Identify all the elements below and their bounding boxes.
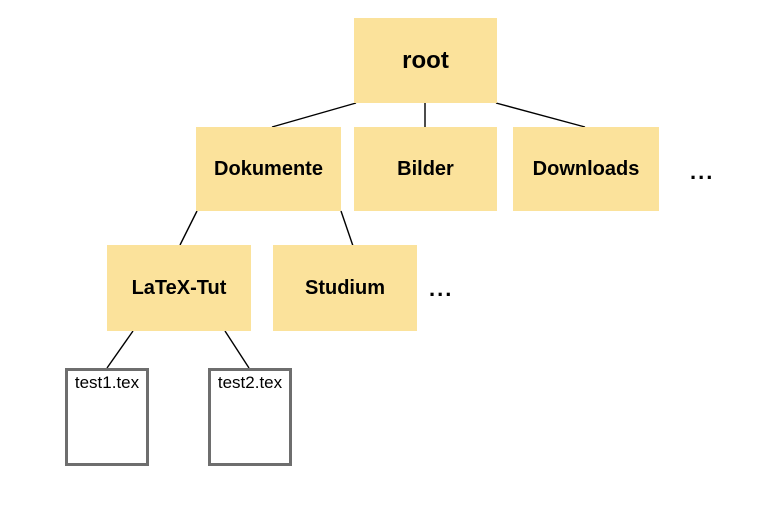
node-downloads-label: Downloads: [532, 157, 640, 180]
more-siblings-level2: ...: [429, 276, 454, 301]
node-bilder: Bilder: [354, 127, 497, 211]
node-bilder-label: Bilder: [397, 157, 454, 180]
node-dokumente-label: Dokumente: [214, 157, 323, 180]
node-file-test2: test2.tex: [208, 368, 292, 466]
more-siblings-level1: ...: [690, 159, 715, 184]
node-file-test1: test1.tex: [65, 368, 149, 466]
edge-latex-tut-test2: [224, 330, 250, 369]
node-file-test1-label: test1.tex: [74, 373, 140, 392]
edge-root-downloads: [495, 102, 586, 128]
node-studium: Studium: [273, 245, 417, 331]
edge-dokumente-studium: [340, 210, 354, 247]
node-root: root: [354, 18, 497, 103]
edge-dokumente-latex-tut: [179, 210, 198, 246]
edge-latex-tut-test1: [106, 330, 134, 369]
node-downloads: Downloads: [513, 127, 659, 211]
node-studium-label: Studium: [305, 276, 385, 299]
edge-root-dokumente: [271, 102, 357, 128]
node-latex-tut-label: LaTeX-Tut: [131, 276, 227, 299]
node-latex-tut: LaTeX-Tut: [107, 245, 251, 331]
node-dokumente: Dokumente: [196, 127, 341, 211]
node-root-label: root: [402, 46, 449, 74]
node-file-test2-label: test2.tex: [217, 373, 283, 392]
